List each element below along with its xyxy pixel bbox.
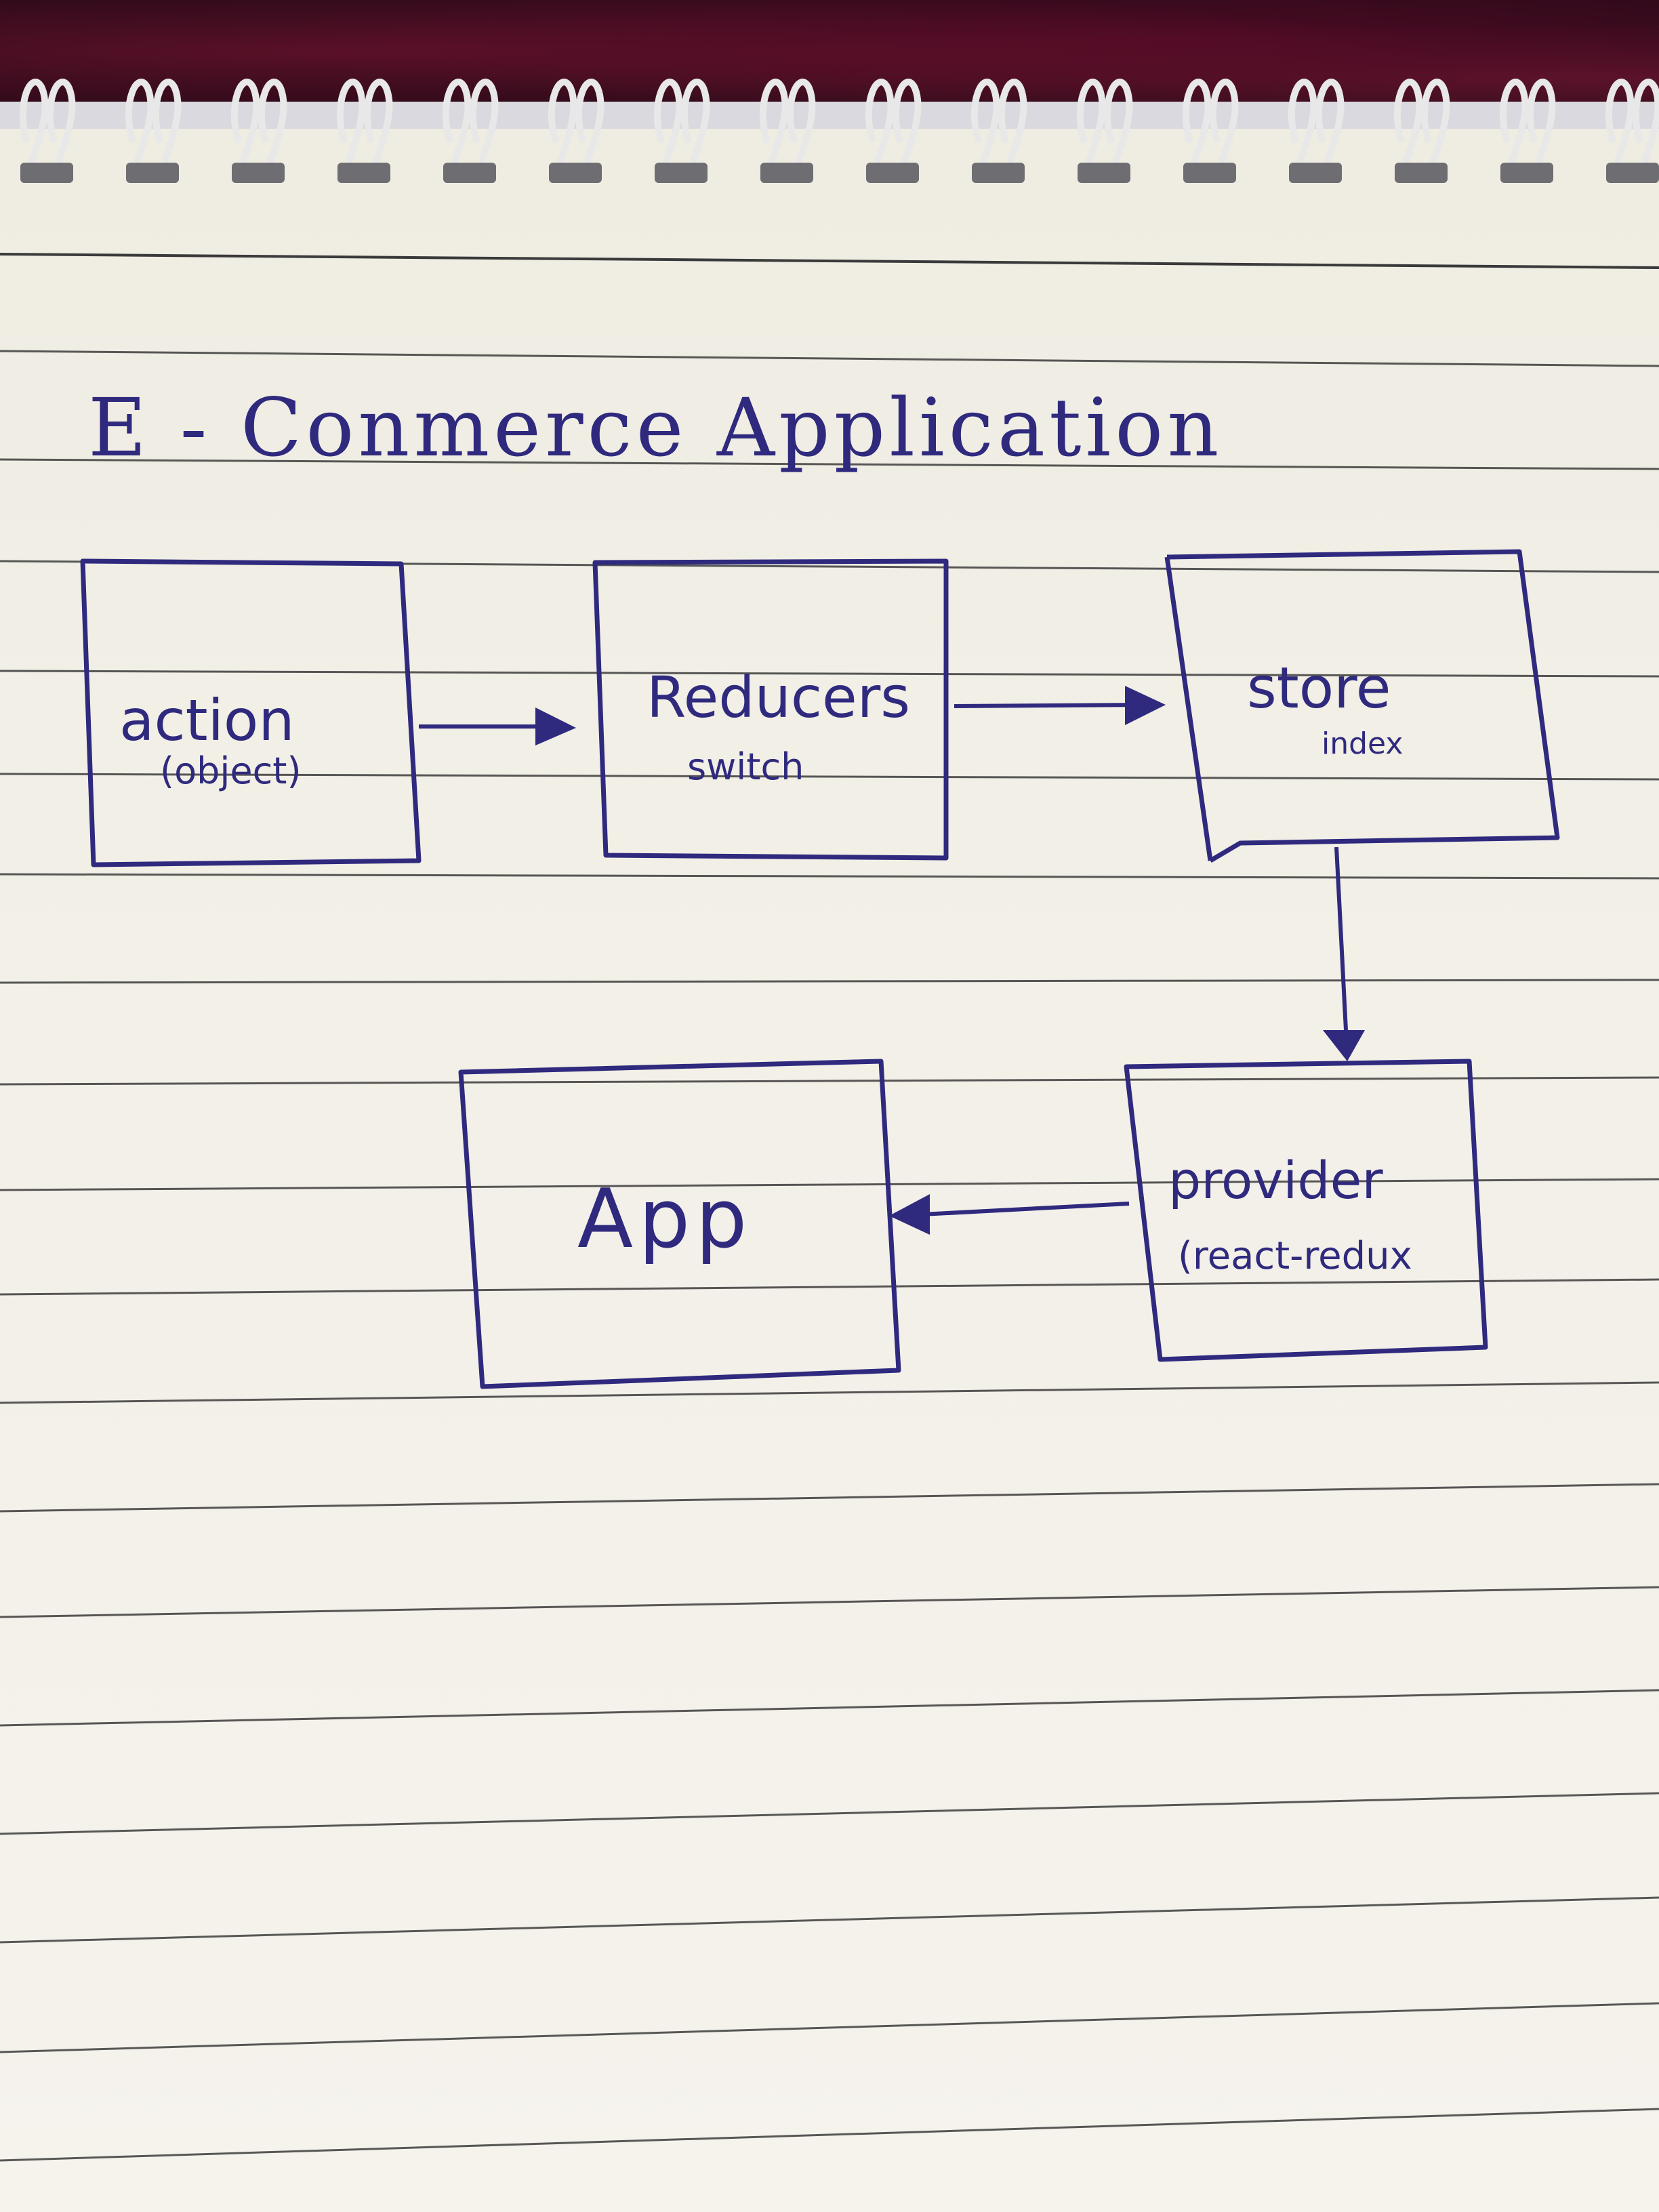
binding-hole bbox=[549, 163, 602, 183]
node-action-label: action bbox=[119, 687, 295, 754]
node-provider-sublabel: (react-redux bbox=[1178, 1234, 1412, 1278]
spiral-coil bbox=[258, 79, 287, 164]
node-reducers-label: Reducers bbox=[647, 664, 910, 731]
node-provider-label: provider bbox=[1168, 1150, 1383, 1210]
spiral-coil bbox=[786, 79, 816, 164]
spiral-coil bbox=[998, 79, 1027, 164]
notebook-page bbox=[0, 102, 1659, 2212]
binding-hole bbox=[972, 163, 1025, 183]
spiral-coil bbox=[1209, 79, 1239, 164]
binding-hole bbox=[20, 163, 73, 183]
spiral-coil bbox=[442, 79, 472, 164]
node-provider: provider (react-redux bbox=[1124, 1059, 1488, 1362]
spiral-coil bbox=[363, 79, 393, 164]
edge-reducers-to-store bbox=[954, 686, 1166, 725]
spiral-coil bbox=[1393, 79, 1423, 164]
spiral-coil bbox=[1526, 79, 1556, 164]
spiral-coil bbox=[230, 79, 260, 164]
node-action: action (object) bbox=[80, 558, 422, 867]
node-store: store index bbox=[1164, 549, 1560, 863]
spiral-coil bbox=[759, 79, 789, 164]
spiral-coil bbox=[336, 79, 366, 164]
edge-provider-to-app bbox=[889, 1194, 1130, 1235]
edge-action-to-reducers bbox=[419, 708, 576, 745]
spiral-coil bbox=[19, 79, 49, 164]
spiral-coil bbox=[548, 79, 577, 164]
spiral-coil bbox=[1632, 79, 1659, 164]
diagram-title: E - Conmerce Application bbox=[88, 381, 1223, 474]
node-reducers: Reducers switch bbox=[592, 558, 949, 861]
spiral-coil bbox=[125, 79, 155, 164]
spiral-coil bbox=[865, 79, 895, 164]
binding-hole bbox=[337, 163, 390, 183]
binding-hole bbox=[760, 163, 813, 183]
spiral-coil bbox=[1076, 79, 1106, 164]
spiral-coil bbox=[970, 79, 1000, 164]
binding-hole bbox=[1183, 163, 1236, 183]
binding-hole bbox=[655, 163, 708, 183]
binding-hole bbox=[866, 163, 919, 183]
binding-hole bbox=[126, 163, 179, 183]
spiral-coil bbox=[680, 79, 710, 164]
spiral-coil bbox=[1420, 79, 1450, 164]
node-action-sublabel: (object) bbox=[160, 750, 302, 792]
binding-hole bbox=[1078, 163, 1130, 183]
binding-hole bbox=[443, 163, 496, 183]
node-store-sublabel: index bbox=[1322, 726, 1403, 761]
binding-hole bbox=[1606, 163, 1659, 183]
spiral-coil bbox=[1103, 79, 1133, 164]
spiral-coil bbox=[892, 79, 922, 164]
spiral-coil bbox=[152, 79, 182, 164]
spiral-binding bbox=[0, 79, 1659, 183]
node-app-label: App bbox=[577, 1172, 752, 1267]
spiral-coil bbox=[1288, 79, 1317, 164]
ruled-lines bbox=[0, 253, 1659, 2162]
spiral-coil bbox=[653, 79, 683, 164]
spiral-coil bbox=[1315, 79, 1345, 164]
spiral-coil bbox=[1605, 79, 1635, 164]
spiral-coil bbox=[575, 79, 605, 164]
edge-store-to-provider bbox=[1323, 846, 1365, 1061]
spiral-coil bbox=[1182, 79, 1212, 164]
binding-hole bbox=[1500, 163, 1553, 183]
spiral-coil bbox=[1499, 79, 1529, 164]
spiral-coil bbox=[46, 79, 76, 164]
binding-hole bbox=[1289, 163, 1342, 183]
binding-hole bbox=[232, 163, 285, 183]
spiral-coil bbox=[469, 79, 499, 164]
node-reducers-sublabel: switch bbox=[687, 745, 804, 788]
node-store-label: store bbox=[1247, 655, 1391, 721]
binding-hole bbox=[1395, 163, 1448, 183]
node-app: App bbox=[458, 1059, 901, 1389]
